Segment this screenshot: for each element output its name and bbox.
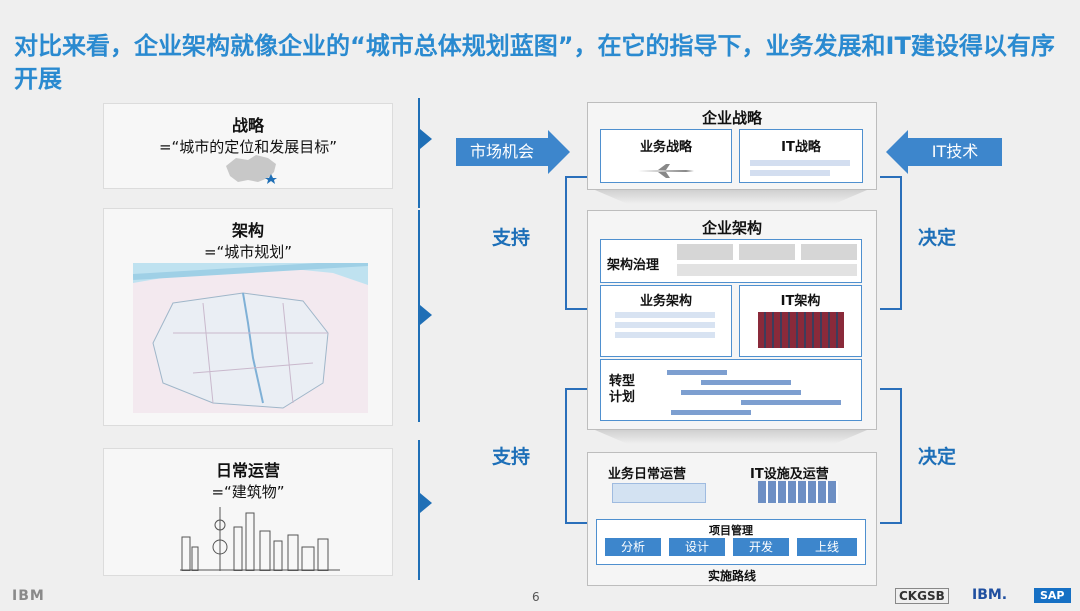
step-develop: 开发 [733,538,789,556]
decide-label-1: 决定 [918,227,957,249]
it-tech-arrowhead-icon [886,130,908,174]
business-ops-image [612,483,706,503]
step-analysis-label: 分析 [620,540,645,554]
china-map-icon [226,155,277,184]
ibm-logo-left: IBM [12,588,45,604]
market-opportunity-arrow: 市场机会 [456,138,548,166]
step-launch-label: 上线 [814,540,839,554]
city-map-image [133,263,368,413]
it-architecture-box: IT架构 [739,285,862,357]
enterprise-strategy-title: 企业战略 [701,109,762,127]
it-operations-label: IT设施及运营 [750,467,829,482]
it-strategy-box: IT战略 [739,129,863,183]
roadmap-label: 实施路线 [707,569,756,583]
business-arch-row [615,322,715,328]
architecture-card: 架构 =“城市规划” [103,208,393,426]
roadmap-bar [671,410,751,415]
architecture-governance-label: 架构治理 [607,258,660,273]
divider-line-top [418,98,420,208]
support-label-2: 支持 [492,446,531,468]
business-strategy-label: 业务战略 [639,140,692,155]
divider-line-bot [418,440,420,580]
step-develop-label: 开发 [748,540,773,554]
ckgsb-logo: CKGSB [895,588,949,604]
governance-block [801,244,857,260]
it-tech-label: IT技术 [931,142,979,161]
decide-connector-1 [880,176,902,310]
airplane-icon [638,164,694,178]
architecture-heading: 架构 [231,221,264,240]
market-opportunity-label: 市场机会 [469,142,534,161]
step-launch: 上线 [797,538,857,556]
divider-line-mid [418,210,420,422]
step-analysis: 分析 [605,538,661,556]
enterprise-architecture-box: 企业架构 架构治理 业务架构 IT架构 转型 计划 [587,210,877,430]
roadmap-bar [701,380,791,385]
strategy-subtitle: =“城市的定位和发展目标” [158,138,338,156]
market-arrowhead-icon [548,130,570,174]
roadmap-bar [681,390,801,395]
page-title: 对比来看，企业架构就像企业的“城市总体规划蓝图”，在它的指导下，业务发展和IT建… [14,32,1055,93]
operations-heading: 日常运营 [215,461,280,480]
business-strategy-box: 业务战略 [600,129,732,183]
governance-block [739,244,795,260]
it-tech-arrow: IT技术 [908,138,1002,166]
project-management-label: 项目管理 [709,524,753,537]
transition-band [595,190,867,204]
operations-subtitle: =“建筑物” [211,483,285,501]
it-strategy-bar [750,170,830,176]
architecture-governance-box: 架构治理 [600,239,862,283]
project-management-box: 项目管理 分析 设计 开发 上线 [596,519,866,565]
skyline-image [180,507,340,571]
roadmap-bar [741,400,841,405]
transformation-plan-box: 转型 计划 [600,359,862,421]
page-number: 6 [532,590,540,604]
it-arch-grid [758,312,844,348]
it-architecture-label: IT架构 [780,294,821,309]
step-design: 设计 [669,538,725,556]
strategy-card: 战略 =“城市的定位和发展目标” [103,103,393,189]
roadmap-bar [667,370,727,375]
ibm-logo-right: IBM. [972,587,1008,603]
pointer-triangle-operations [420,493,432,513]
operations-box: 业务日常运营 IT设施及运营 项目管理 分析 设计 开发 上线 实施路线 [587,452,877,586]
enterprise-strategy-box: 企业战略 业务战略 IT战略 [587,102,877,190]
it-ops-image [758,481,838,503]
business-architecture-label: 业务架构 [639,294,692,309]
enterprise-architecture-title: 企业架构 [701,219,762,237]
transformation-plan-label: 转型 计划 [609,374,636,405]
business-operations-label: 业务日常运营 [608,467,687,482]
business-arch-row [615,312,715,318]
governance-block [677,244,733,260]
support-label-1: 支持 [492,227,531,249]
pointer-triangle-strategy [420,129,432,149]
sap-logo: SAP [1034,588,1071,603]
operations-card: 日常运营 =“建筑物” [103,448,393,576]
step-design-label: 设计 [684,540,709,554]
it-strategy-bar [750,160,850,166]
decide-label-2: 决定 [918,446,957,468]
business-arch-row [615,332,715,338]
governance-band [677,264,857,276]
support-connector-2 [565,388,587,524]
strategy-heading: 战略 [231,116,264,135]
decide-connector-2 [880,388,902,524]
pointer-triangle-architecture [420,305,432,325]
business-architecture-box: 业务架构 [600,285,732,357]
it-strategy-label: IT战略 [781,140,821,155]
transition-band [595,430,867,444]
support-connector-1 [565,176,587,310]
architecture-subtitle: =“城市规划” [203,243,293,261]
